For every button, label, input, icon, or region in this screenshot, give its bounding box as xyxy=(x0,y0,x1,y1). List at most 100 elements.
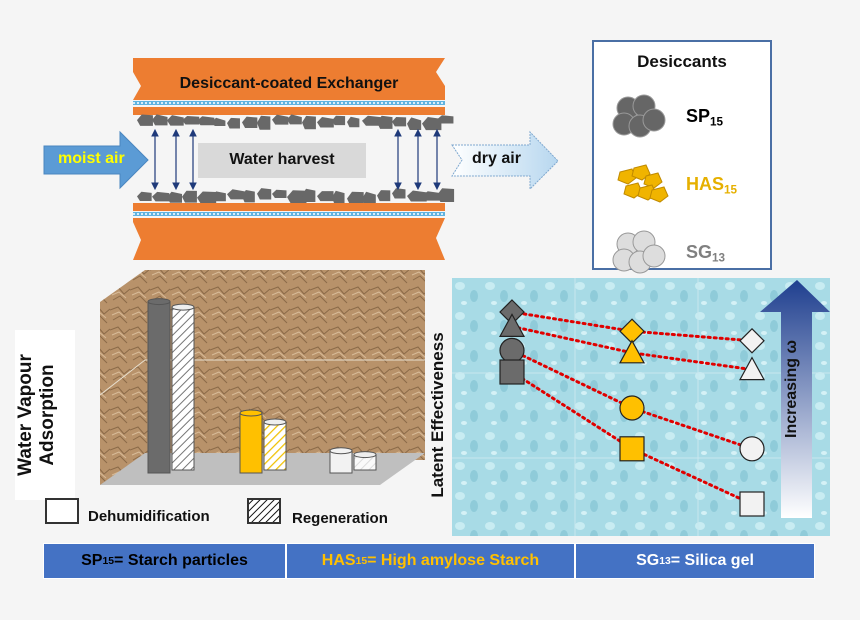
desiccant-particle xyxy=(437,188,455,202)
dry-air-label: dry air xyxy=(472,150,521,167)
legend-regeneration-label: Regeneration xyxy=(292,510,388,527)
legend-item-has: HAS15 xyxy=(612,160,737,210)
bottom-particle-layer xyxy=(137,188,455,206)
arrow-head-up-icon xyxy=(433,128,441,137)
desiccant-particle xyxy=(407,190,427,202)
desiccant-particle xyxy=(377,115,393,129)
water-harvest-box xyxy=(198,143,366,178)
bottom-coating xyxy=(133,203,445,211)
arrow-head-down-icon xyxy=(172,182,180,191)
desiccant-particle xyxy=(392,116,407,127)
arrow-head-up-icon xyxy=(189,128,197,137)
marker-circle-has15 xyxy=(619,395,645,421)
desiccant-particle xyxy=(377,190,391,202)
marker-square-sp15 xyxy=(499,359,525,385)
desiccant-particle xyxy=(182,190,197,203)
desiccant-particle xyxy=(242,190,255,203)
arrow-head-up-icon xyxy=(414,128,422,137)
marker-triangle-sg13 xyxy=(738,356,766,381)
legend-item-label: SG13 xyxy=(686,241,726,265)
marker-diamond-sg13 xyxy=(739,327,765,354)
legend-item-label: HAS15 xyxy=(686,173,738,197)
desiccant-particle xyxy=(287,190,307,204)
marker-circle-sg13 xyxy=(739,436,765,462)
latent-effectiveness-chart xyxy=(452,278,830,536)
desiccant-particle xyxy=(332,190,345,205)
desiccant-particle xyxy=(422,191,442,201)
desiccant-particle xyxy=(347,191,364,206)
bar-sg13-regeneration xyxy=(353,451,377,471)
desiccant-particle xyxy=(287,114,302,125)
arrow-head-down-icon xyxy=(394,182,402,191)
grey-spheres-icon xyxy=(612,94,666,138)
desiccant-particle xyxy=(422,116,442,131)
arrow-head-up-icon xyxy=(172,128,180,137)
desiccant-particle xyxy=(137,114,153,126)
desiccant-particle xyxy=(437,115,454,124)
y-axis-label-latent: Latent Effectiveness xyxy=(428,332,447,498)
water-harvest-label: Water harvest xyxy=(229,151,335,168)
legend-dehumidification-swatch xyxy=(45,498,79,524)
desiccant-particle xyxy=(182,115,200,125)
desiccant-particle xyxy=(302,115,316,130)
increasing-omega-label: Increasing ω xyxy=(783,340,800,438)
marker-triangle-sp15 xyxy=(498,313,526,338)
marker-triangle-has15 xyxy=(618,339,646,364)
desiccant-particle xyxy=(362,191,376,206)
arrow-head-down-icon xyxy=(151,182,159,191)
bar-has15-dehumidification xyxy=(239,409,263,474)
legend-regeneration-swatch xyxy=(247,498,281,524)
desiccant-particle xyxy=(227,117,240,129)
moist-air-label: moist air xyxy=(58,150,125,167)
desiccant-particle xyxy=(197,191,217,204)
desiccant-particle xyxy=(212,117,226,127)
desiccant-particle xyxy=(332,115,346,126)
desiccant-particle xyxy=(137,191,152,202)
marker-square-has15 xyxy=(619,436,645,462)
legend-dehumidification-label: Dehumidification xyxy=(88,508,210,525)
arrow-head-up-icon xyxy=(394,128,402,137)
water-vapour-adsorption-chart xyxy=(99,270,425,485)
desiccant-particle xyxy=(392,188,406,199)
bar-sp15-regeneration xyxy=(171,303,195,471)
desiccant-particle xyxy=(152,114,168,126)
top-coating xyxy=(133,107,445,115)
desiccant-particle xyxy=(242,116,258,128)
desiccant-particle xyxy=(347,116,360,128)
transfer-arrows xyxy=(151,128,441,191)
desiccant-particle xyxy=(272,189,287,198)
bar-sp15-dehumidification xyxy=(147,298,171,474)
desiccant-particle xyxy=(197,116,215,126)
legend-item-sp: SP15 xyxy=(612,92,723,142)
top-particle-layer xyxy=(137,114,454,131)
top-plate xyxy=(133,58,445,100)
arrow-head-down-icon xyxy=(433,182,441,191)
legend-item-sg: SG13 xyxy=(612,228,725,278)
desiccant-particle xyxy=(317,191,334,202)
desiccant-particle xyxy=(167,191,183,203)
desiccant-particle xyxy=(167,115,184,126)
desiccant-particle xyxy=(152,191,170,202)
desiccant-particle xyxy=(227,189,246,200)
bottom-plate xyxy=(133,218,445,260)
series-line-square xyxy=(510,370,754,506)
dry-air-arrow-icon xyxy=(451,130,559,191)
desiccant-particle xyxy=(302,188,316,202)
desiccant-particle xyxy=(407,117,422,131)
desiccant-particle xyxy=(317,117,334,128)
desiccant-particle xyxy=(272,114,289,125)
exchanger-title: Desiccant-coated Exchanger xyxy=(179,75,399,92)
bar-sg13-dehumidification xyxy=(329,447,353,474)
desiccant-particle xyxy=(362,115,382,126)
increasing-omega-arrow-icon xyxy=(760,280,830,518)
white-spheres-icon xyxy=(612,230,666,274)
marker-circle-sp15 xyxy=(499,337,525,364)
desiccant-particle xyxy=(257,115,271,130)
arrow-head-down-icon xyxy=(189,182,197,191)
yellow-flakes-icon xyxy=(617,164,669,203)
arrow-head-up-icon xyxy=(151,128,159,137)
